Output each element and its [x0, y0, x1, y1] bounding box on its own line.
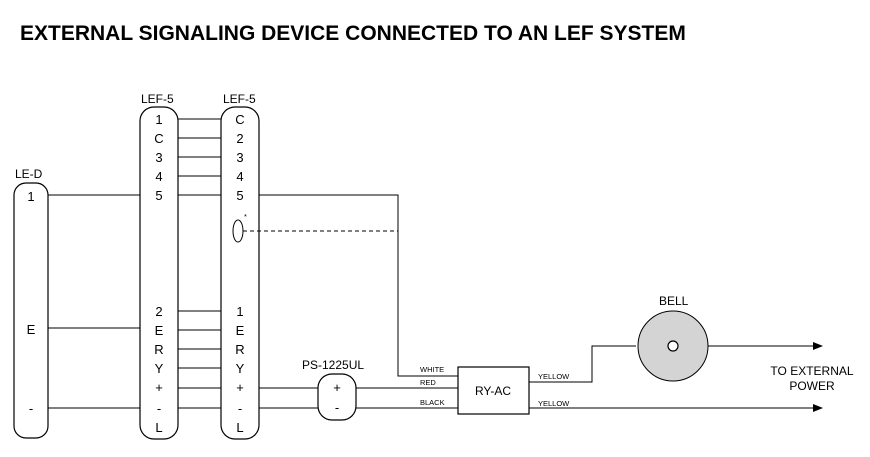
sensor-oval-icon: [232, 219, 244, 243]
diagram-title: EXTERNAL SIGNALING DEVICE CONNECTED TO A…: [20, 22, 686, 45]
le-d-pin: E: [27, 322, 36, 337]
lef5-right-label: LEF-5: [223, 92, 256, 106]
lef5-left-label: LEF-5: [141, 92, 174, 106]
ry-ac-module: [457, 366, 530, 415]
wire-label-black: BLACK: [420, 398, 445, 407]
ps-module: [317, 373, 357, 421]
lef5-left-pin: 4: [155, 169, 162, 184]
lef5-right-pin: 1: [236, 304, 243, 319]
lef5-right-pin: R: [235, 342, 244, 357]
ry-ac-label: RY-AC: [475, 384, 511, 398]
jumper-wires: [178, 118, 221, 409]
external-power-line1: TO EXTERNAL: [770, 364, 853, 378]
marker-asterisk: *: [244, 212, 247, 221]
lef5-left-pin: 3: [155, 150, 162, 165]
lef5-right-pin: -: [238, 401, 242, 416]
ps-plus: +: [333, 380, 341, 395]
le-d-pin: -: [29, 401, 33, 416]
lef5-left-pin: C: [154, 131, 163, 146]
external-power-line2: POWER: [789, 379, 835, 393]
lef5-left-pin: 2: [155, 304, 162, 319]
le-d-module: [13, 182, 49, 439]
lef5-right-pin: Y: [236, 361, 245, 376]
wire-label-white: WHITE: [420, 365, 444, 374]
bell-label: BELL: [659, 294, 689, 308]
lef5-left-pin: +: [155, 380, 163, 395]
lef5-left-pin: 5: [155, 188, 162, 203]
wire-label-yellow-bottom: YELLOW: [538, 399, 570, 408]
lef5-right-module: [220, 106, 260, 440]
ps-label: PS-1225UL: [302, 358, 364, 372]
lef5-left-pin: 1: [155, 112, 162, 127]
lef5-left-pin: R: [154, 342, 163, 357]
lef5-right-pin: E: [236, 323, 245, 338]
white-wire: [259, 194, 458, 377]
ps-minus: -: [335, 400, 339, 415]
yellow-wire-top: [529, 345, 636, 383]
lef5-left-module: [139, 106, 179, 440]
lef5-right-pin: 3: [236, 150, 243, 165]
wire-label-yellow-top: YELLOW: [538, 372, 570, 381]
le-d-wires: [48, 194, 140, 409]
lef5-right-pin: 5: [236, 188, 243, 203]
lef5-right-pin: 4: [236, 169, 243, 184]
bell-center-icon: [667, 340, 679, 352]
le-d-pin: 1: [27, 189, 34, 204]
lef5-left-pin: -: [157, 401, 161, 416]
lef5-left-pin: L: [155, 420, 162, 435]
le-d-label: LE-D: [15, 167, 43, 181]
lef5-right-pin: 2: [236, 131, 243, 146]
lef5-right-pin: C: [235, 112, 244, 127]
lef5-right-pin: L: [236, 420, 243, 435]
lef5-right-pin: +: [236, 380, 244, 395]
wire-label-red: RED: [420, 378, 436, 387]
lef5-left-pin: Y: [155, 361, 164, 376]
lef5-left-pin: E: [155, 323, 164, 338]
